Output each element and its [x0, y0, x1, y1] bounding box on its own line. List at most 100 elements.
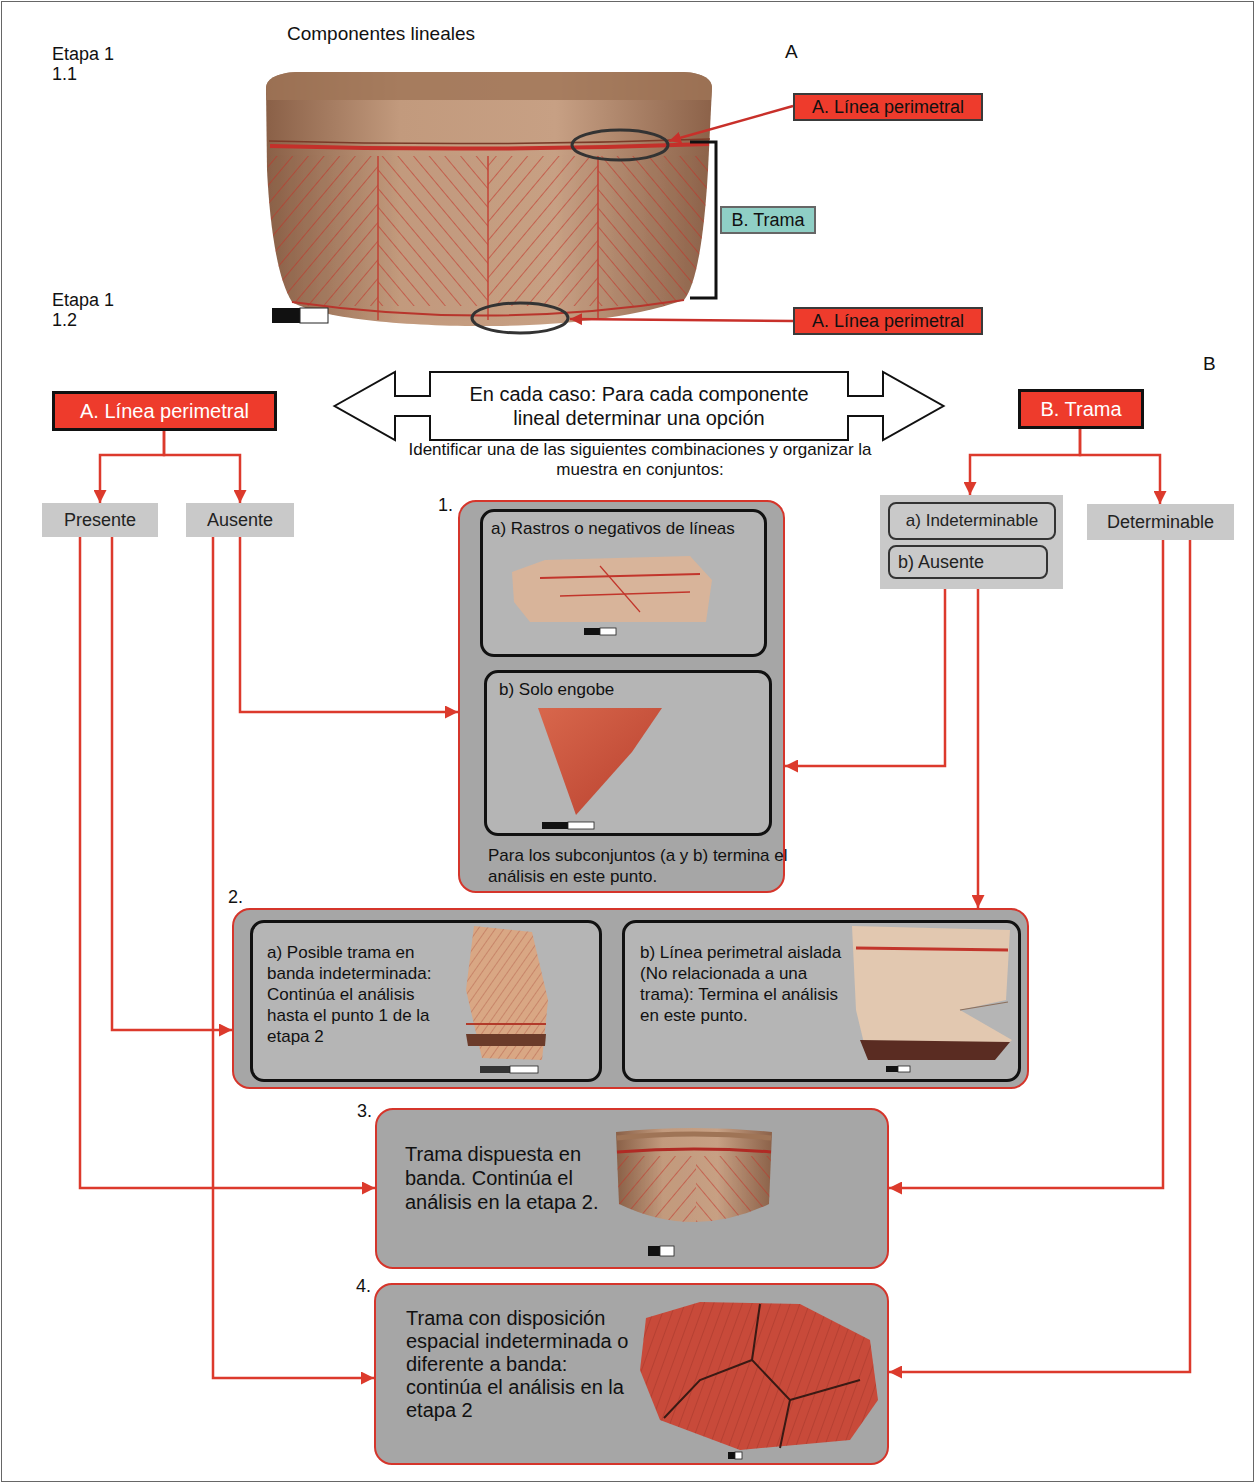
flow-arrow [977, 589, 980, 908]
label-box: Componentes lineales [287, 22, 475, 46]
vessel-photo-part [292, 300, 684, 316]
vessel-photo-part-part [488, 156, 598, 306]
label-text: Etapa 1 1.2 [52, 290, 132, 330]
subset-box: a) Posible trama en banda indeterminada:… [250, 920, 602, 1082]
node-text: Trama dispuesta en banda. Continúa el an… [405, 1142, 605, 1214]
sherd-photo-part [480, 1066, 510, 1073]
sherd-photo-part [510, 1066, 538, 1073]
sherd-photo [538, 708, 662, 829]
node-text: b) Línea perimetral aislada (No relacion… [640, 942, 845, 1026]
label-text: A [785, 40, 798, 64]
flow-arrow [1080, 429, 1160, 504]
flow-arrow [970, 429, 1080, 495]
callout-box: B. Trama [720, 206, 816, 234]
sherd-photo-part [584, 628, 600, 635]
node-text: A. Línea perimetral [55, 394, 274, 428]
vessel-photo-part [268, 156, 713, 320]
set-number: 3. [357, 1100, 381, 1122]
node-text: En cada caso: Para cada componente linea… [449, 382, 829, 430]
sherd-photo-part [466, 1023, 546, 1025]
vessel-photo-part-part [598, 156, 713, 306]
sherd-photo-part [466, 926, 548, 1060]
callout-marks-part [472, 303, 568, 333]
sherd-photo [640, 1302, 878, 1459]
label-box: B [1203, 352, 1216, 376]
node-text: a) Rastros o negativos de líneas [491, 518, 759, 539]
sherd-photo-part [568, 822, 594, 829]
sherd-photo-part [852, 926, 1012, 1060]
sherd-photo-part [856, 948, 1008, 950]
sherd-photo-part [600, 628, 616, 635]
subset-box: a) Rastros o negativos de líneas [480, 509, 767, 657]
sherd-photo-part [542, 822, 568, 829]
label-text: B [1203, 352, 1216, 376]
set-box: 3.Trama dispuesta en banda. Continúa el … [375, 1108, 889, 1269]
sherd-photo-part [860, 1040, 1010, 1060]
sherd-photo-part [538, 708, 662, 815]
vessel-photo-part [266, 72, 712, 326]
callout-marks-part [669, 106, 793, 141]
subset-box: b) Solo engobe [484, 670, 772, 836]
vessel-photo-part-part [487, 156, 489, 320]
sherd-photo [466, 926, 548, 1073]
node-text: Ausente [186, 503, 294, 537]
subset-box: b) Línea perimetral aislada (No relacion… [622, 920, 1021, 1082]
set-number: 1. [438, 494, 462, 516]
option-group: a) Indeterminableb) Ausente [880, 495, 1063, 589]
callout-marks [472, 106, 793, 333]
sherd-photo-part [735, 1452, 742, 1459]
vessel-photo-part-part [616, 1156, 696, 1246]
node-text: B. Trama [722, 208, 814, 232]
option-box: b) Ausente [888, 545, 1048, 579]
vessel-photo-part [270, 144, 709, 149]
vessel-photo-part-part [377, 156, 379, 320]
vessel-photo-part [269, 139, 710, 144]
set-number: 4. [356, 1275, 380, 1297]
flow-arrow [240, 537, 458, 712]
sherd-photo-part [640, 1302, 878, 1450]
sherd-photo [512, 556, 712, 635]
sherd-photo-part [960, 1002, 1008, 1010]
sherd-photo-part [664, 1360, 752, 1418]
flow-arrow [889, 540, 1163, 1188]
option-box: Presente [42, 503, 158, 537]
vessel-photo-part-part [696, 1156, 776, 1246]
label-box: Etapa 1 1.1 [52, 44, 132, 84]
vessel-photo-part [616, 1128, 772, 1222]
option-box: Ausente [186, 503, 294, 537]
vessel-photo-part-part [378, 156, 488, 306]
flow-arrow [100, 431, 164, 503]
sherd-photo-part [540, 574, 700, 578]
double-arrow: En cada caso: Para cada componente linea… [333, 370, 945, 442]
vessel-photo [266, 72, 713, 326]
node-text: Determinable [1087, 504, 1234, 540]
vessel-photo-part [616, 1156, 776, 1246]
double-arrow-outline [335, 372, 944, 440]
set-box: 4.Trama con disposición espacial indeter… [374, 1283, 889, 1465]
flow-arrow [785, 589, 945, 766]
set-box: 2.a) Posible trama en banda indeterminad… [232, 908, 1029, 1089]
callout-marks-part [690, 142, 716, 298]
vessel-photo [616, 1128, 776, 1256]
node-text: a) Posible trama en banda indeterminada:… [267, 942, 459, 1047]
node-text: Trama con disposición espacial indetermi… [406, 1307, 631, 1422]
vessel-photo-part [660, 1246, 674, 1256]
sherd-photo-part [898, 1066, 910, 1072]
flow-arrow [80, 537, 375, 1188]
callout-box: A. Línea perimetral [793, 93, 983, 121]
label-text: Etapa 1 1.1 [52, 44, 132, 84]
option-box: Determinable [1087, 504, 1234, 540]
node-text: 2. [228, 886, 252, 908]
node-text: A. Línea perimetral [795, 95, 981, 119]
category-box: B. Trama [1018, 389, 1144, 429]
callout-marks-part [570, 319, 793, 321]
connector-group [80, 429, 1190, 1378]
flow-arrow [164, 431, 240, 503]
vessel-photo-part [617, 1134, 771, 1138]
vessel-photo-part-part [268, 156, 378, 306]
sherd-photo-part [600, 566, 640, 612]
node-text: b) Ausente [898, 547, 1046, 577]
vessel-photo-part [617, 1149, 771, 1152]
